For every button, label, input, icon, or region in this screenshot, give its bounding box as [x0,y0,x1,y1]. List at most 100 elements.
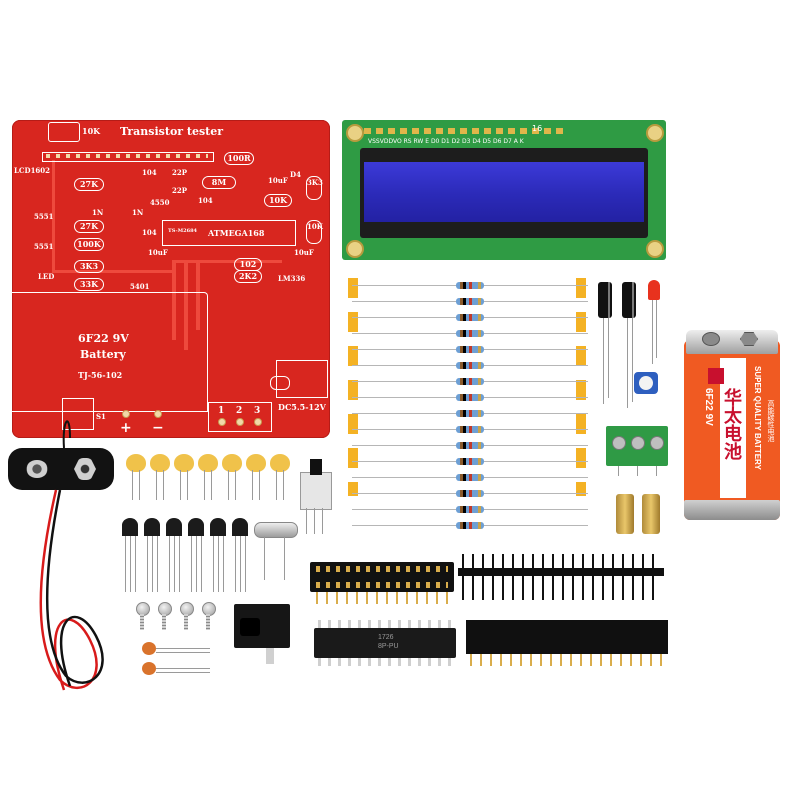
transistor-label: 5401 [130,282,150,291]
pad [254,418,262,426]
led [648,280,660,300]
cap-label: 104 [142,228,157,237]
lead [632,318,633,402]
resistor [352,406,588,422]
lead [264,536,265,580]
battery-bottom [684,500,780,520]
lead [218,536,219,592]
lead [652,300,653,364]
push-switch [300,459,332,510]
ceramic-capacitor [198,454,218,472]
pad [154,410,162,418]
transistor [144,518,160,536]
terminal-1: 1 [218,406,225,416]
lead [314,508,315,534]
lead [191,536,192,592]
socket-pins [316,566,448,572]
resistor-body [456,298,484,305]
lead [627,318,628,408]
screw-icon [612,436,626,450]
electrolytic-capacitor [598,282,612,318]
cap-label: 22P [172,186,188,195]
model-label: TJ-56-102 [78,370,123,380]
lead [135,536,136,592]
resistor [352,326,588,342]
switch-button [310,459,322,475]
jack-opening [240,618,260,636]
cap-label: 10uF [148,248,168,257]
resistor-body [456,426,484,433]
screw-icon [631,436,645,450]
lead [240,536,241,592]
cap-label: 10uF [294,248,314,257]
resistor-label: 27K [74,178,104,191]
transistor [232,518,248,536]
lead [656,300,657,358]
resistor-label: 3K3 [306,176,323,200]
lcd-label: LCD1602 [14,166,51,175]
lead [322,508,323,534]
lead [235,536,236,592]
resistor [352,374,588,390]
resistor-body [456,442,484,449]
lead [132,470,133,500]
mcu-outline [162,220,296,246]
lcd-pin-pads [364,128,564,134]
resistor-label: 8M [202,176,236,189]
cap-label: 10uF [268,176,288,185]
pcb-trace [196,260,200,330]
lcd-pin-count: 16 [532,124,543,133]
diode-label: D4 [290,170,301,179]
lcd-pin-labels: VSSVDDVO RS RW E D0 D1 D2 D3 D4 D5 D6 D7… [368,138,524,145]
cap-label: 104 [198,196,213,205]
lead [259,470,260,500]
ceramic-capacitor [222,454,242,472]
resistor [352,470,588,486]
cap-label: 104 [142,168,157,177]
battery-tagline: SUPER QUALITY BATTERY [753,366,762,470]
ceramic-capacitor [246,454,266,472]
dc-jack [234,604,290,648]
resistor [352,342,588,358]
ic-label: 4550 [150,198,170,207]
transistor-label: 5551 [34,212,54,221]
lead [603,318,604,404]
lcd-screen [364,162,644,222]
lead [306,508,307,534]
resistor-body [456,378,484,385]
pcb-trace [52,270,172,273]
battery-terminal [702,332,720,346]
diode-label: 1N [92,208,104,217]
lead [169,536,170,592]
mount-hole [346,240,364,258]
resistor-body [456,410,484,417]
resistor-label: 10K [306,220,323,244]
ceramic-capacitor [126,454,146,472]
trimmer-potentiometer [634,372,658,394]
voltage-label: DC5.5-12V [278,402,326,412]
resistor-body [456,506,484,513]
chip-marking: 8P-PU [378,643,399,650]
lead [187,470,188,500]
lead [157,536,158,592]
mount-hole [346,124,364,142]
lead [228,470,229,500]
female-header [466,620,668,654]
resistor-body [456,522,484,529]
lead [608,318,609,398]
switch-outline [62,398,94,430]
snap-terminal [74,458,96,480]
battery-subtitle: 高能碳性电池 [767,400,775,442]
lead [174,536,175,592]
lead [276,470,277,500]
disc-capacitor [142,662,156,675]
resistor-body [456,314,484,321]
lead [152,536,153,592]
pad [122,410,130,418]
battery-terminal [740,332,758,346]
resistor-body [456,474,484,481]
resistor [352,454,588,470]
socket-pins [316,582,448,588]
screw-thread [162,614,166,630]
